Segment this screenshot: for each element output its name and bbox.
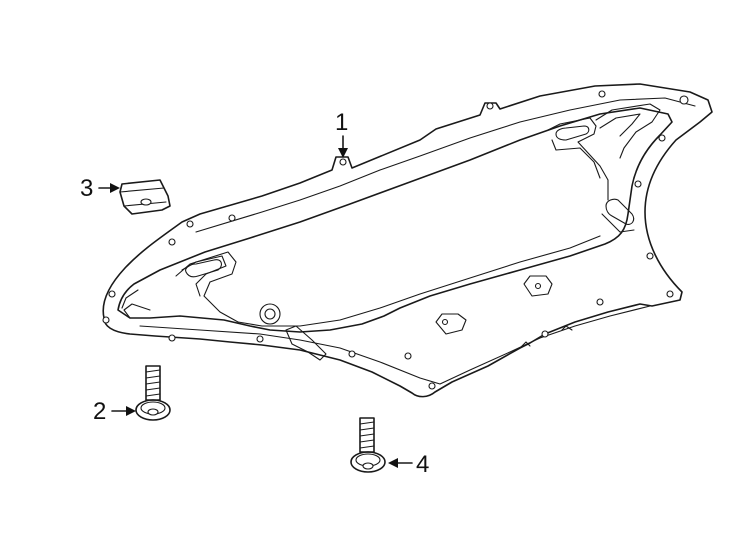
arrow-down-icon: [338, 148, 348, 158]
callout-label-4: 4: [416, 451, 429, 478]
callout-label-1: 1: [335, 109, 348, 136]
arrow-left-icon: [388, 458, 398, 468]
callout-label-2: 2: [93, 398, 106, 425]
bolt-part-4: [350, 417, 386, 473]
callout-4: 4: [388, 451, 429, 478]
callout-2: 2: [93, 398, 136, 425]
retainer-clip-part-3: [119, 179, 171, 215]
callout-1: 1: [335, 109, 348, 158]
bolt-part-2: [135, 365, 171, 421]
arrow-right-icon: [110, 183, 120, 193]
arrow-right-icon: [126, 406, 136, 416]
callout-3: 3: [80, 175, 120, 202]
callout-label-3: 3: [80, 175, 93, 202]
splash-shield-part-1: [102, 83, 713, 398]
